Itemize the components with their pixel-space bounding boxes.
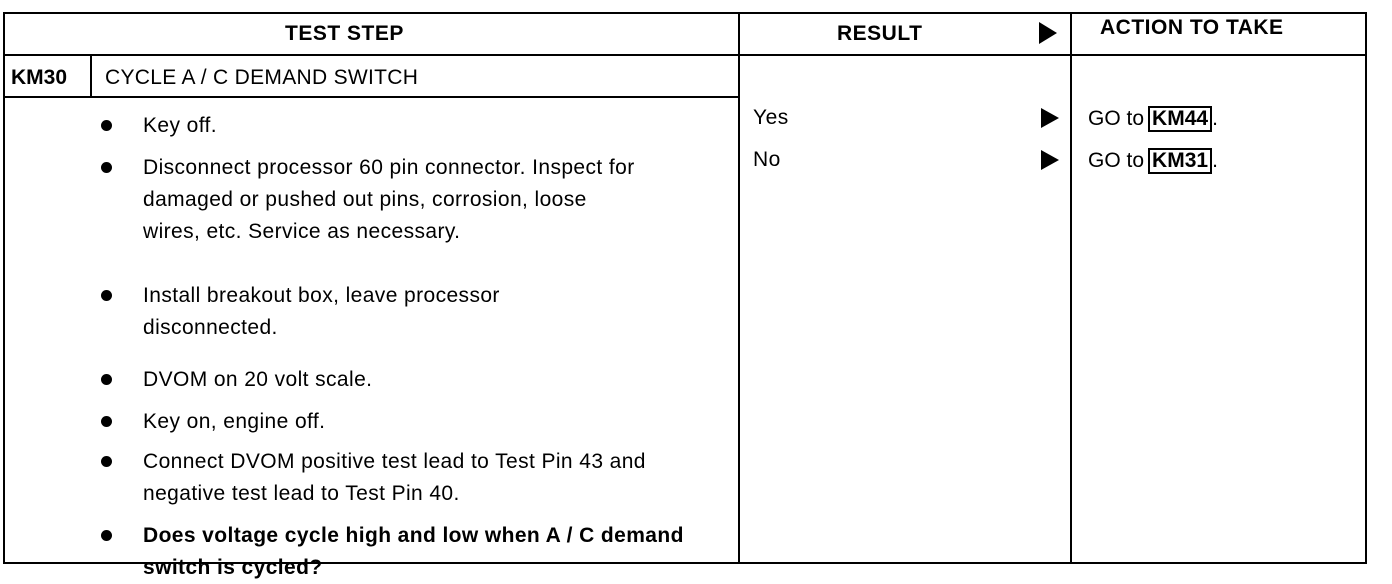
bullet-text: DVOM on 20 volt scale. [143, 368, 373, 391]
bullet-text: Disconnect processor 60 pin connector. I… [143, 156, 635, 243]
bullet-icon [101, 162, 112, 173]
bullet-icon [101, 416, 112, 427]
action-suffix: . [1212, 107, 1218, 130]
action-prefix: GO to [1088, 149, 1145, 172]
action-prefix: GO to [1088, 107, 1145, 130]
column-divider [1070, 14, 1072, 562]
bullet-icon [101, 374, 112, 385]
bullet-icon [101, 456, 112, 467]
bullet-text: Key off. [143, 114, 218, 137]
step-ref-km44: KM44 [1148, 106, 1213, 132]
result-no: No [753, 148, 781, 171]
column-divider [738, 14, 740, 562]
arrow-right-icon [1041, 150, 1059, 170]
bullet-icon [101, 120, 112, 131]
step-id-divider-line [5, 96, 738, 98]
header-divider [5, 54, 1365, 56]
header-action: ACTION TO TAKE [1100, 16, 1284, 39]
bullet-text: Does voltage cycle high and low when A /… [143, 524, 684, 579]
bullet-icon [101, 530, 112, 541]
step-id-divider [90, 56, 92, 96]
bullet-text: Key on, engine off. [143, 410, 326, 433]
header-result: RESULT [837, 22, 923, 45]
result-yes: Yes [753, 106, 789, 129]
bullet-icon [101, 290, 112, 301]
test-step-table: TEST STEP RESULT ACTION TO TAKE KM30 CYC… [3, 12, 1367, 579]
step-id-row: KM30 CYCLE A / C DEMAND SWITCH [5, 56, 738, 96]
arrow-right-icon [1039, 22, 1057, 44]
step-id: KM30 [11, 66, 68, 89]
header-row: TEST STEP RESULT ACTION TO TAKE [5, 14, 1365, 54]
action-suffix: . [1212, 149, 1218, 172]
step-ref-km31: KM31 [1148, 148, 1213, 174]
header-test-step: TEST STEP [285, 22, 404, 45]
step-title: CYCLE A / C DEMAND SWITCH [105, 66, 419, 89]
bullet-text: Connect DVOM positive test lead to Test … [143, 450, 646, 505]
arrow-right-icon [1041, 108, 1059, 128]
bullet-text: Install breakout box, leave processor di… [143, 284, 500, 339]
